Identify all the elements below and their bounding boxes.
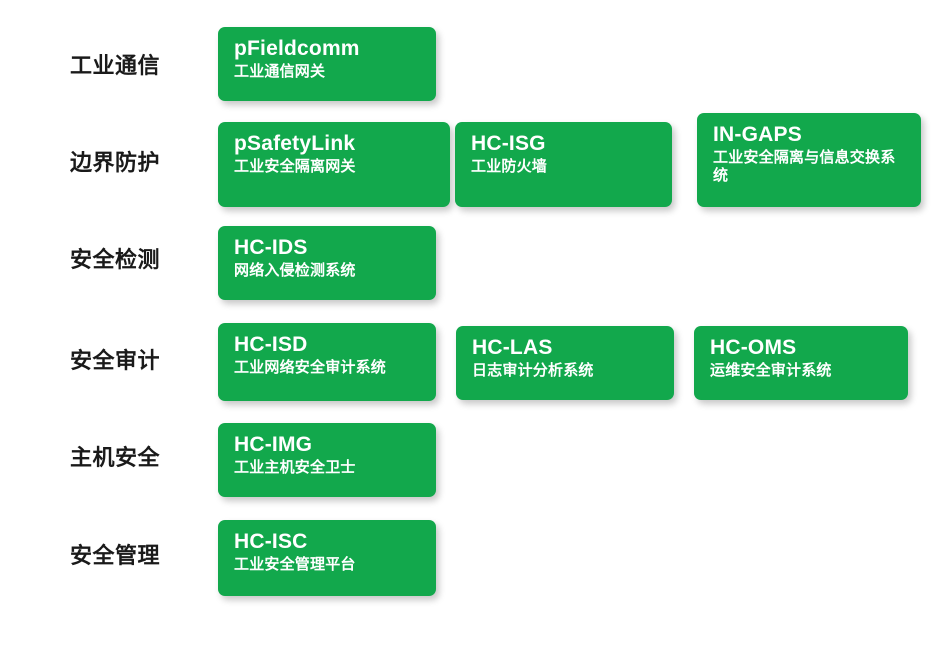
card-subtitle: 工业主机安全卫士	[234, 458, 356, 476]
card-title: HC-ISG	[471, 132, 546, 155]
card-title: HC-IMG	[234, 433, 313, 456]
card-hc-isc[interactable]: HC-ISC 工业安全管理平台	[218, 520, 436, 596]
card-subtitle: 运维安全审计系统	[710, 361, 832, 379]
card-hc-isd[interactable]: HC-ISD 工业网络安全审计系统	[218, 323, 436, 401]
card-title: IN-GAPS	[713, 123, 802, 146]
card-title: HC-ISD	[234, 333, 308, 356]
card-hc-las[interactable]: HC-LAS 日志审计分析系统	[456, 326, 674, 400]
card-subtitle: 工业通信网关	[234, 62, 326, 80]
card-subtitle: 网络入侵检测系统	[234, 261, 356, 279]
card-title: HC-IDS	[234, 236, 308, 259]
card-pfieldcomm[interactable]: pFieldcomm 工业通信网关	[218, 27, 436, 101]
card-title: pSafetyLink	[234, 132, 356, 155]
card-title: pFieldcomm	[234, 37, 360, 60]
row-label-security-management: 安全管理	[70, 543, 161, 568]
card-subtitle: 工业安全隔离网关	[234, 157, 356, 175]
card-hc-img[interactable]: HC-IMG 工业主机安全卫士	[218, 423, 436, 497]
card-title: HC-LAS	[472, 336, 553, 359]
card-subtitle: 工业安全管理平台	[234, 555, 356, 573]
card-psafetylink[interactable]: pSafetyLink 工业安全隔离网关	[218, 122, 450, 207]
card-subtitle: 工业安全隔离与信息交换系统	[713, 148, 896, 184]
card-in-gaps[interactable]: IN-GAPS 工业安全隔离与信息交换系统	[697, 113, 921, 207]
row-label-security-detection: 安全检测	[70, 247, 161, 272]
row-label-industrial-communication: 工业通信	[70, 53, 161, 78]
card-title: HC-ISC	[234, 530, 308, 553]
card-hc-ids[interactable]: HC-IDS 网络入侵检测系统	[218, 226, 436, 300]
card-subtitle: 工业防火墙	[471, 157, 548, 175]
row-label-host-security: 主机安全	[70, 445, 161, 470]
row-label-boundary-protection: 边界防护	[70, 150, 161, 175]
card-subtitle: 日志审计分析系统	[472, 361, 594, 379]
card-subtitle: 工业网络安全审计系统	[234, 358, 387, 376]
card-hc-isg[interactable]: HC-ISG 工业防火墙	[455, 122, 672, 207]
card-hc-oms[interactable]: HC-OMS 运维安全审计系统	[694, 326, 908, 400]
row-label-security-audit: 安全审计	[70, 348, 161, 373]
card-title: HC-OMS	[710, 336, 797, 359]
